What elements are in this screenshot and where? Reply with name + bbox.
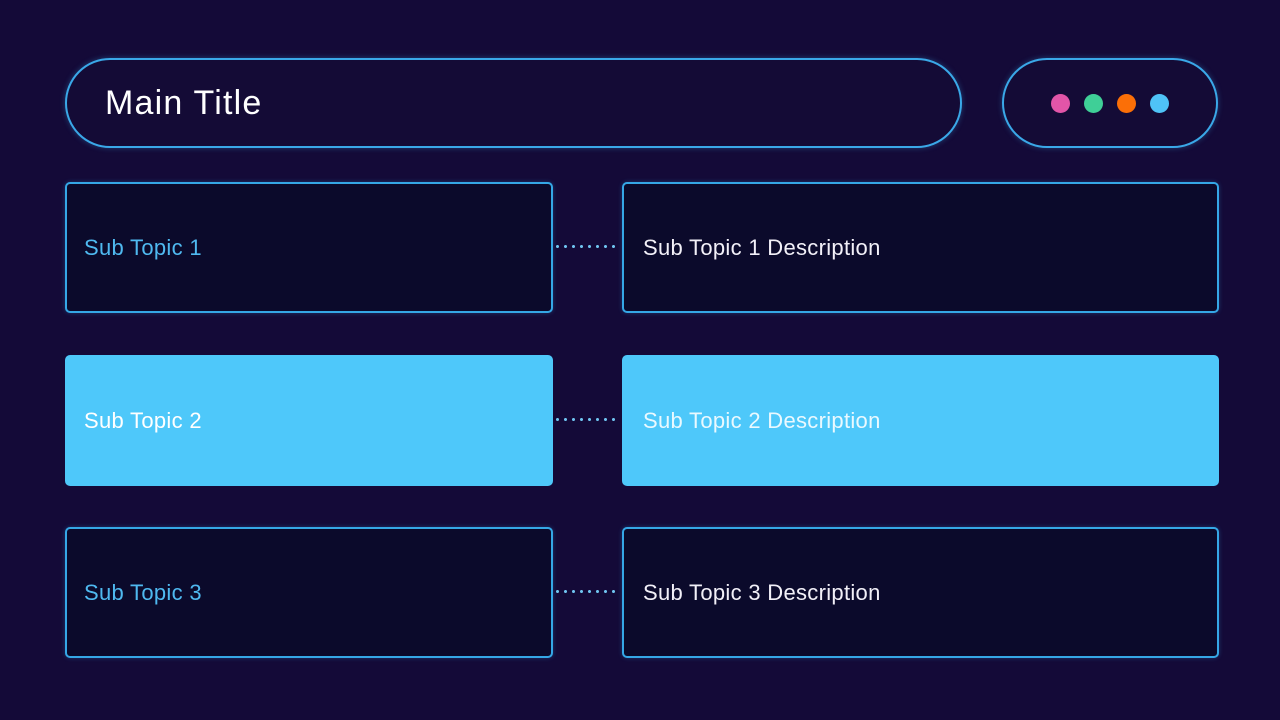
description-card-1[interactable]: Sub Topic 1 Description	[622, 182, 1219, 313]
topic-row: Sub Topic 3 Sub Topic 3 Description	[0, 527, 1280, 658]
dot-pink-icon[interactable]	[1051, 93, 1070, 113]
description-card-3[interactable]: Sub Topic 3 Description	[622, 527, 1219, 658]
connector-dotted-line	[556, 245, 618, 248]
topic-label: Sub Topic 1	[84, 234, 202, 260]
color-dots-panel[interactable]	[1002, 58, 1218, 148]
topic-row: Sub Topic 1 Sub Topic 1 Description	[0, 182, 1280, 313]
description-label: Sub Topic 1 Description	[643, 234, 881, 260]
topic-card-2[interactable]: Sub Topic 2	[65, 355, 553, 486]
page-title: Main Title	[105, 84, 263, 122]
topic-label: Sub Topic 2	[84, 407, 202, 433]
topic-card-3[interactable]: Sub Topic 3	[65, 527, 553, 658]
connector-dotted-line	[556, 590, 618, 593]
description-label: Sub Topic 3 Description	[643, 579, 881, 605]
main-title-pill[interactable]: Main Title	[65, 58, 962, 148]
description-card-2[interactable]: Sub Topic 2 Description	[622, 355, 1219, 486]
connector-dotted-line	[556, 418, 618, 421]
topic-card-1[interactable]: Sub Topic 1	[65, 182, 553, 313]
topic-label: Sub Topic 3	[84, 579, 202, 605]
dot-blue-icon[interactable]	[1150, 93, 1169, 113]
dot-green-icon[interactable]	[1084, 93, 1103, 113]
topic-row: Sub Topic 2 Sub Topic 2 Description	[0, 355, 1280, 486]
description-label: Sub Topic 2 Description	[643, 407, 881, 433]
dot-orange-icon[interactable]	[1117, 93, 1136, 113]
